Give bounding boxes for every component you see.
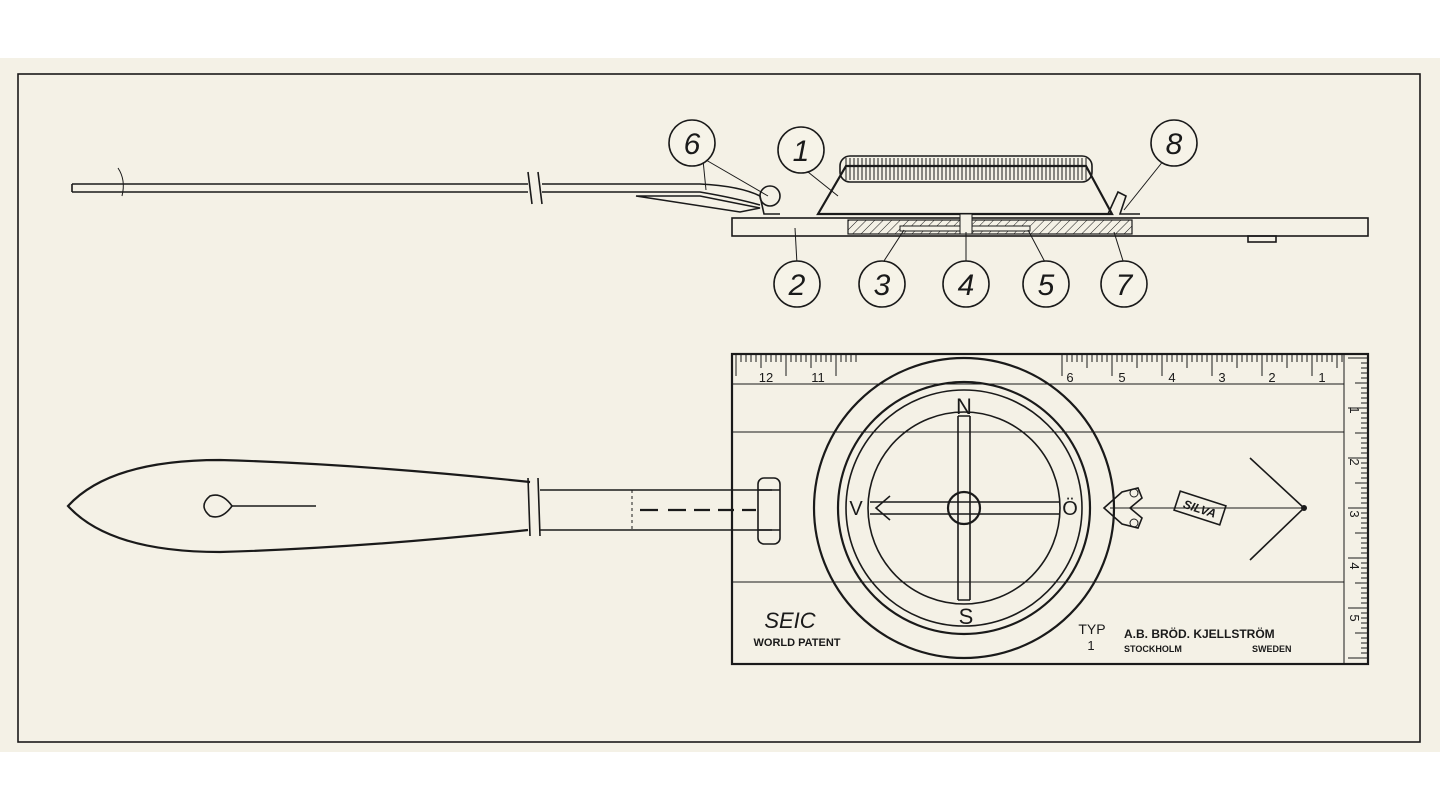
callout-5-label: 5	[1038, 269, 1055, 302]
callout-7: 7	[1100, 260, 1148, 308]
side-handle-rod	[71, 183, 528, 193]
type-number: 1	[1087, 638, 1094, 653]
side-view	[71, 155, 1369, 243]
ruler-top-label-4: 4	[1168, 370, 1175, 385]
callout-8: 8	[1150, 119, 1198, 167]
callout-leaders	[702, 159, 1165, 265]
compass-west: V	[849, 498, 863, 520]
country-text: SWEDEN	[1252, 644, 1292, 654]
ruler-top-label-2: 2	[1268, 370, 1275, 385]
drawing-paper	[0, 58, 1440, 752]
brand-logo-seic: SEIC	[764, 608, 815, 633]
callout-6: 6	[668, 119, 716, 167]
ruler-side-label-2: 2	[1347, 458, 1362, 465]
world-patent-text: WORLD PATENT	[754, 637, 841, 649]
top-hinge-bracket	[757, 477, 781, 545]
top-base-plate	[730, 352, 1370, 666]
drawing-border	[17, 73, 1421, 743]
ruler-side-label-1: 1	[1347, 406, 1362, 413]
callout-4: 4	[942, 260, 990, 308]
top-view: 12 11 6 5 4 3 2 1 1 2 3 4 5 SILVA	[66, 352, 1370, 666]
compass-pivot	[946, 490, 982, 526]
silva-logo-text: SILVA	[1181, 497, 1217, 521]
ruler-top-label-11: 11	[811, 370, 825, 385]
callout-3: 3	[858, 260, 906, 308]
ruler-side-label-5: 5	[1347, 614, 1362, 621]
top-handle-blade	[66, 458, 531, 554]
callout-1: 1	[777, 126, 825, 174]
ruler-side-label-3: 3	[1347, 510, 1362, 517]
callouts: 1 2 3 4 5 6 7 8	[668, 119, 1198, 308]
ruler-side-label-4: 4	[1347, 562, 1362, 569]
callout-3-label: 3	[874, 269, 891, 302]
ruler-top-label-5: 5	[1118, 370, 1125, 385]
ruler-side-ticks	[1348, 357, 1368, 659]
ruler-top-label-12: 12	[759, 370, 773, 385]
maker-text: A.B. BRÖD. KJELLSTRÖM	[1124, 626, 1275, 641]
callout-6-label: 6	[684, 128, 701, 161]
compass-north: N	[956, 394, 972, 419]
city-text: STOCKHOLM	[1124, 644, 1182, 654]
ruler-top-label-6: 6	[1066, 370, 1073, 385]
callout-2-label: 2	[788, 269, 806, 302]
sight-bracket	[1102, 487, 1143, 529]
type-label: TYP	[1078, 621, 1105, 637]
callout-8-label: 8	[1166, 128, 1183, 161]
callout-7-label: 7	[1116, 269, 1134, 302]
callout-4-label: 4	[958, 269, 975, 302]
ruler-top-ticks	[735, 354, 1343, 376]
callout-5: 5	[1022, 260, 1070, 308]
ruler-top-label-3: 3	[1218, 370, 1225, 385]
callout-1-label: 1	[793, 135, 810, 168]
compass-capsule	[812, 356, 1116, 660]
side-base-plate	[731, 217, 1369, 237]
ruler-top-label-1: 1	[1318, 370, 1325, 385]
side-hinge-roller	[759, 185, 781, 207]
side-milled-bezel	[839, 155, 1093, 183]
compass-south: S	[959, 604, 974, 629]
direction-arrow	[1249, 457, 1306, 561]
callout-2: 2	[773, 260, 821, 308]
orienting-arrow-west	[874, 495, 891, 521]
handle-lanyard-hole	[203, 494, 233, 518]
side-break-mark	[527, 171, 543, 205]
compass-east: Ö	[1062, 498, 1078, 520]
top-handle-shaft	[540, 489, 772, 531]
